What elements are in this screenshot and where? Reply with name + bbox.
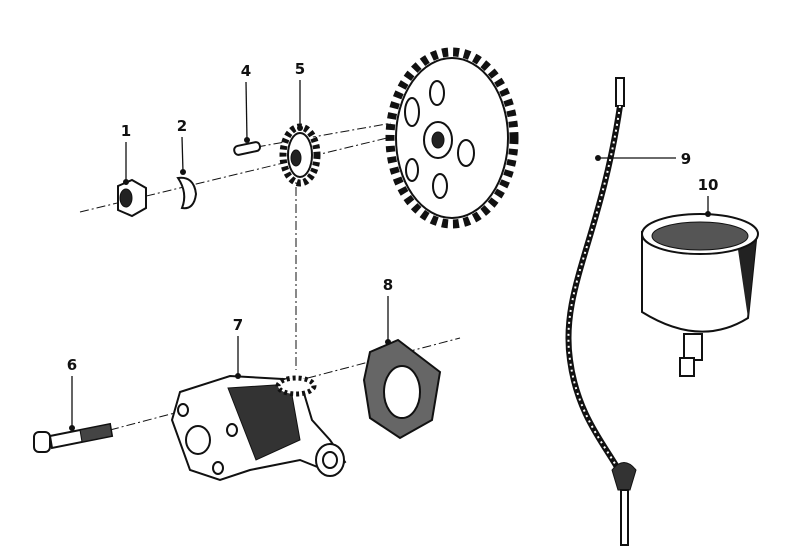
callout-2: 2 (177, 117, 187, 135)
gasket (362, 338, 442, 440)
pin (233, 141, 262, 156)
leader-lines (69, 80, 711, 431)
bolt (33, 422, 114, 453)
nut (117, 178, 147, 218)
callout-4: 4 (241, 62, 251, 80)
gauge (641, 213, 759, 377)
large-gear (385, 47, 519, 229)
small-gear (279, 123, 321, 187)
callout-5: 5 (295, 60, 305, 78)
callout-8: 8 (383, 276, 393, 294)
callout-10: 10 (698, 176, 719, 194)
callout-9: 9 (681, 150, 691, 168)
washer (176, 176, 198, 210)
drive-cable (565, 77, 637, 546)
callouts: 1 2 4 5 6 7 8 9 10 (67, 60, 719, 374)
oil-pump-housing (170, 374, 347, 482)
callout-6: 6 (67, 356, 77, 374)
callout-1: 1 (121, 122, 131, 140)
callout-7: 7 (233, 316, 243, 334)
